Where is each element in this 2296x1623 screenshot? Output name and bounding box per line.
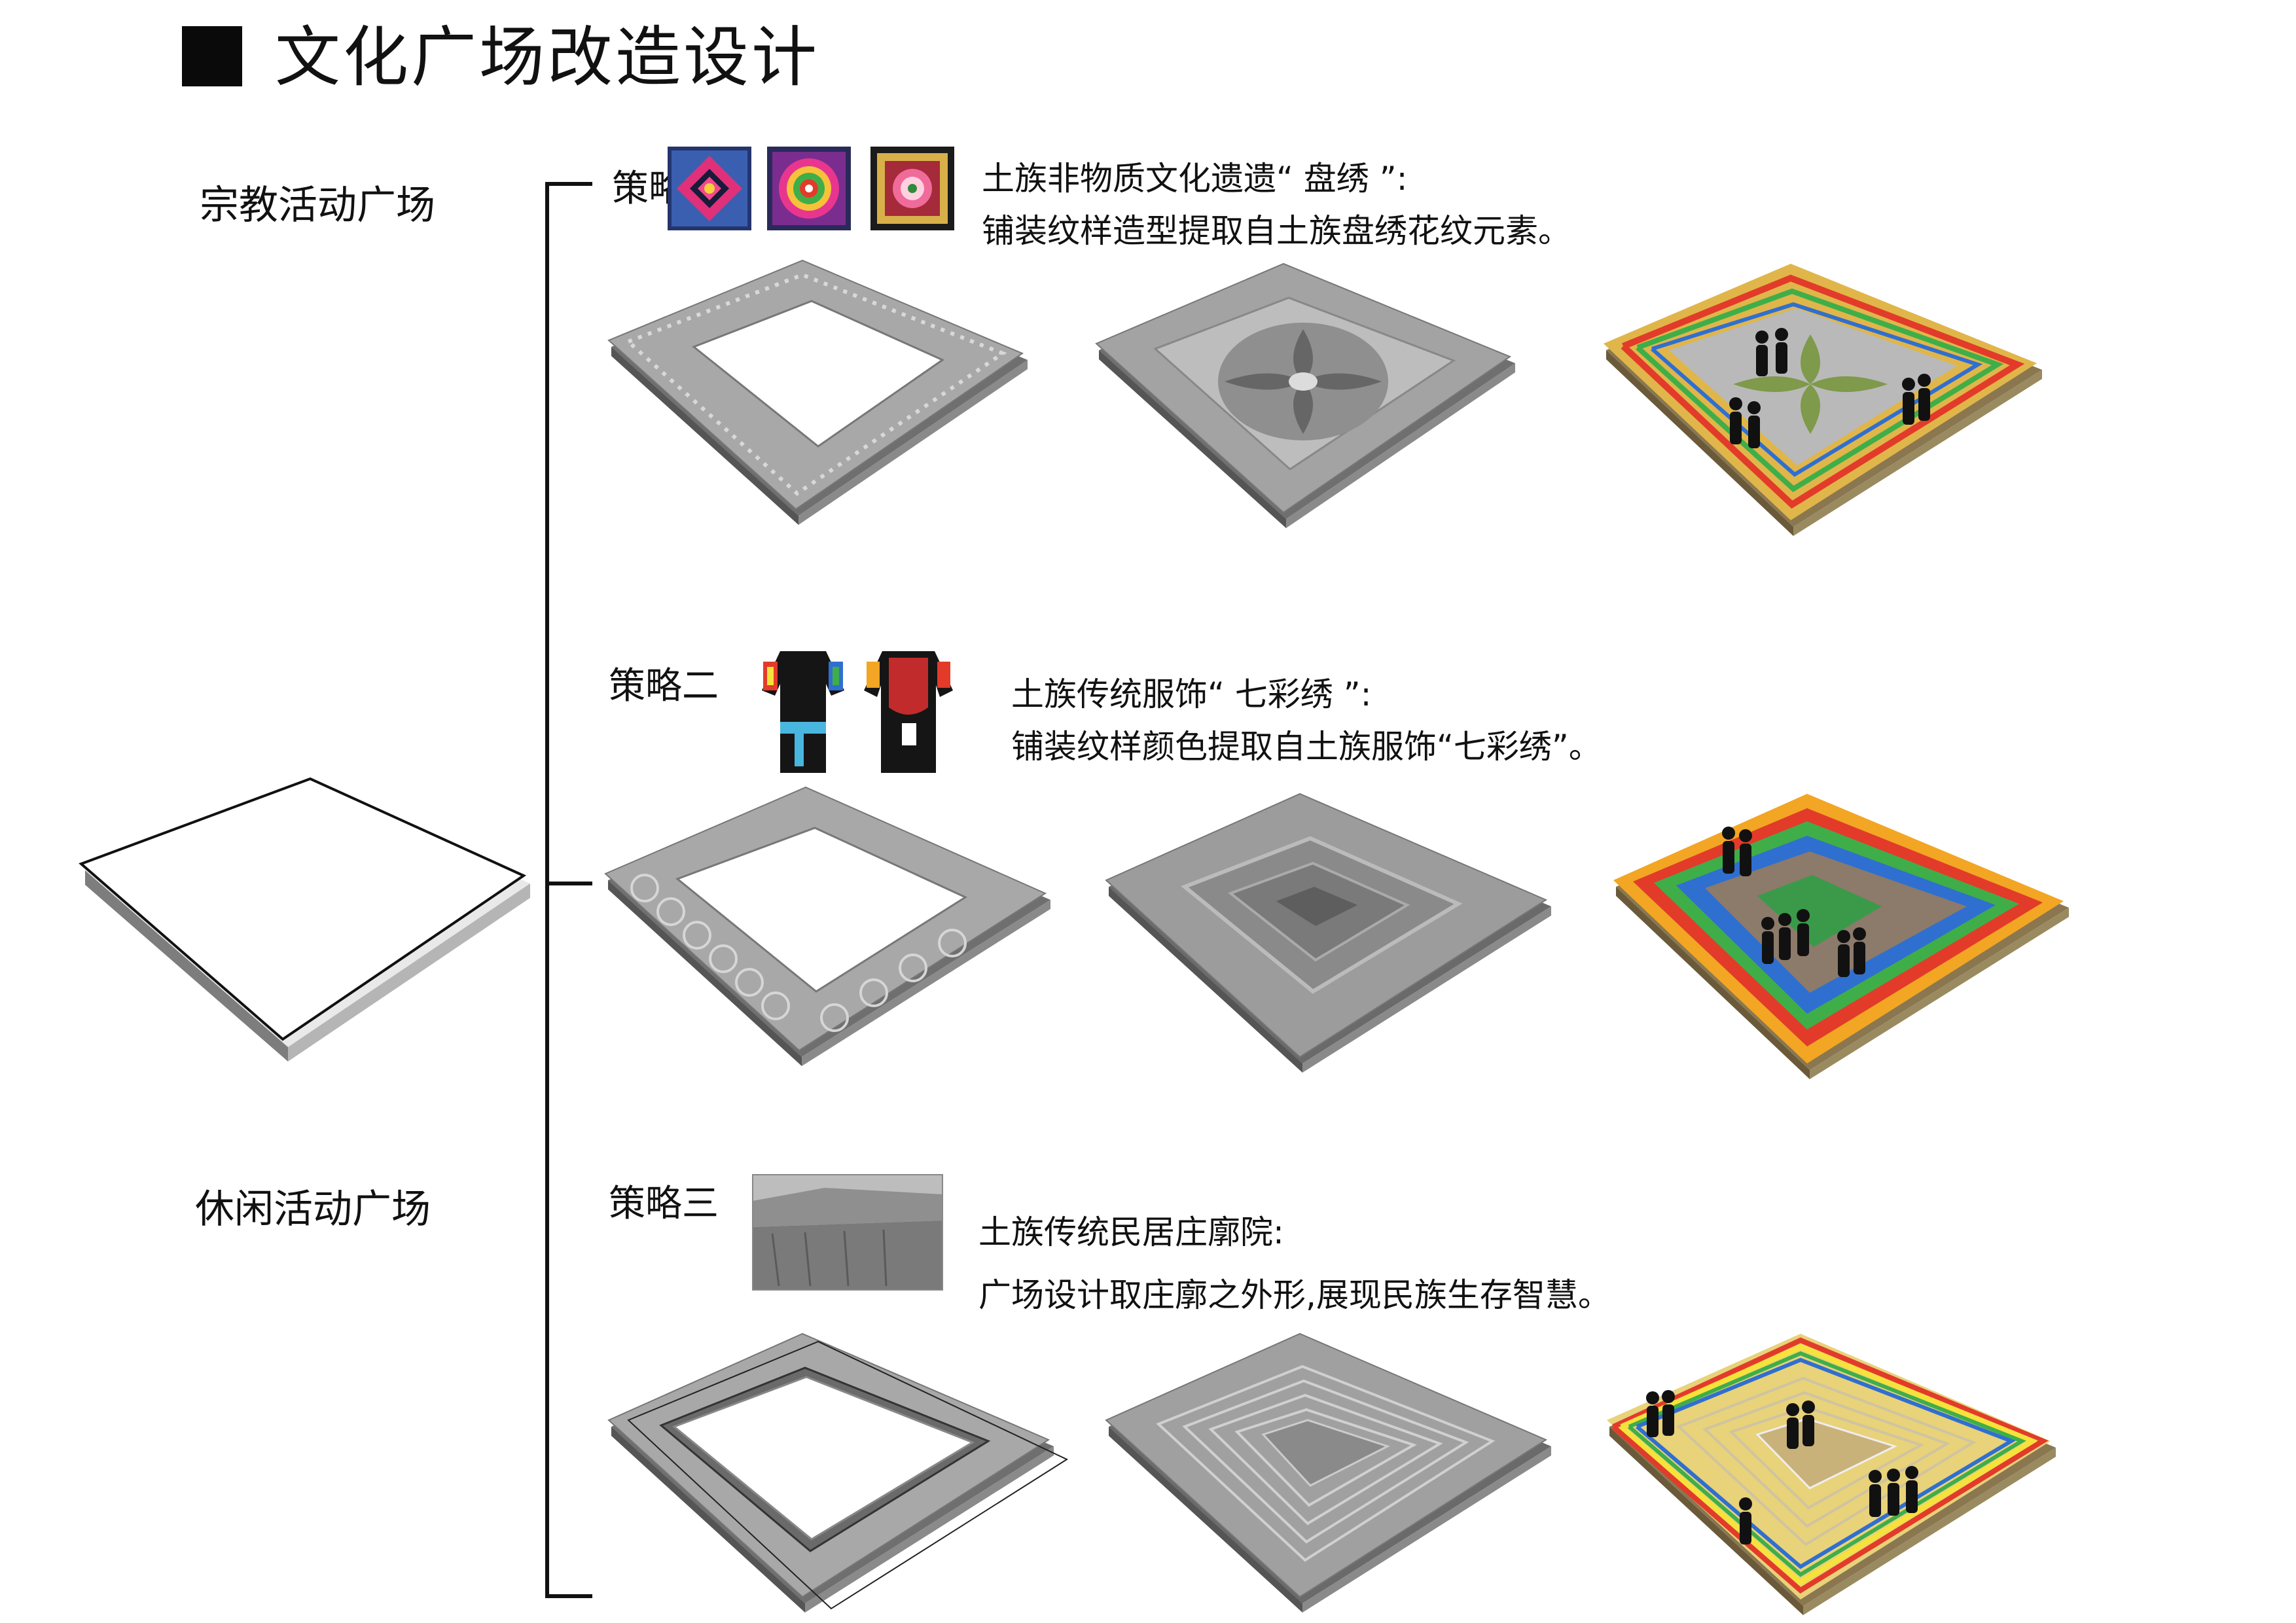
strategy-1-heading: 土族非物质文化遗遗“ 盘绣 ”: [982, 160, 1408, 198]
strategy-3-model-colored [1607, 1334, 2056, 1615]
plaza-label-religious: 宗教活动广场 [200, 183, 435, 228]
strategy-2-label: 策略二 [609, 665, 719, 707]
strategy-2-model-pattern [1105, 793, 1551, 1073]
title-marker [182, 26, 242, 86]
panxiu-knot-icon [668, 147, 751, 230]
plaza-label-leisure: 休闲活动广场 [195, 1186, 431, 1232]
people-silhouette-icon [1729, 328, 1931, 448]
strategy-2-heading: 土族传统服饰“ 七彩绣 ”: [1011, 675, 1372, 713]
strategy-3-model-terraced [1105, 1332, 1551, 1613]
panxiu-flower-icon [767, 147, 851, 230]
people-silhouette-icon [1722, 827, 1866, 977]
zhuangkuo-photo-icon [752, 1174, 943, 1291]
strategy-3-heading: 土族传统民居庄廓院: [978, 1213, 1284, 1251]
costume-vest-icon [864, 651, 953, 773]
bracket-branch-3 [545, 1594, 592, 1598]
costume-robe-icon [762, 651, 844, 773]
strategy-2-model-colored [1613, 794, 2069, 1079]
bracket-branch-2 [545, 882, 592, 885]
bracket-branch-1 [545, 182, 592, 186]
base-plaza-slab [79, 777, 530, 1061]
strategy-1-detail: 铺装纹样造型提取自土族盘绣花纹元素。 [982, 212, 1571, 250]
strategy-2-model-outline [604, 786, 1050, 1066]
strategy-2-detail: 铺装纹样颜色提取自土族服饰“七彩绣”。 [1011, 728, 1602, 766]
bracket-vertical [545, 182, 549, 1598]
panxiu-frame-icon [870, 147, 954, 230]
page-title: 文化广场改造设计 [275, 19, 819, 96]
strategy-1-model-outline [607, 259, 1028, 525]
strategy-3-model-outline [607, 1332, 1069, 1613]
strategy-1-model-pattern [1095, 262, 1515, 528]
strategy-1-model-colored [1604, 264, 2042, 536]
strategy-3-label: 策略三 [609, 1183, 719, 1225]
people-silhouette-icon [1646, 1390, 1918, 1544]
strategy-3-detail: 广场设计取庄廓之外形,展现民族生存智慧。 [978, 1276, 1611, 1314]
